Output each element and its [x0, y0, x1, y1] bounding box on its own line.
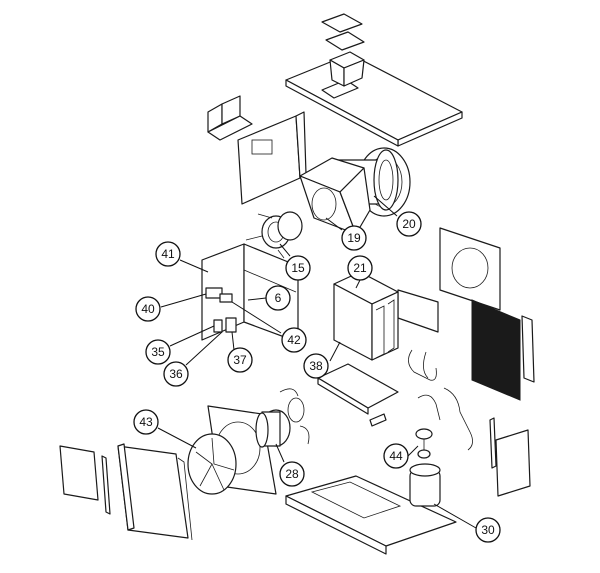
compressor: [409, 428, 441, 507]
callout-36: 36: [163, 361, 189, 387]
callout-label: 6: [275, 291, 282, 305]
callout-label: 35: [151, 345, 165, 359]
callout-44: 44: [383, 443, 409, 469]
callout-label: 36: [169, 367, 183, 381]
base-pan: [285, 475, 457, 555]
callout-15: 15: [285, 255, 311, 281]
callout-label: 40: [141, 302, 155, 316]
fan-motor: [255, 388, 310, 448]
callout-43: 43: [133, 409, 159, 435]
callout-label: 19: [347, 231, 361, 245]
callout-label: 44: [389, 449, 403, 463]
callout-label: 38: [309, 359, 323, 373]
evaporator-coil: [333, 271, 399, 361]
drain-pan: [317, 363, 399, 427]
callout-42: 42: [281, 327, 307, 353]
callout-37: 37: [227, 347, 253, 373]
callout-38: 38: [303, 353, 329, 379]
blower-scroll-ring: [373, 149, 399, 211]
leader-lines: [157, 195, 477, 529]
callout-30: 30: [475, 517, 501, 543]
callout-6: 6: [265, 285, 291, 311]
callout-label: 37: [233, 353, 247, 367]
callout-35: 35: [145, 339, 171, 365]
callout-20: 20: [396, 211, 422, 237]
callout-label: 30: [481, 523, 495, 537]
wheel-flange: [245, 211, 303, 259]
callout-label: 41: [161, 247, 175, 261]
vent-box: [321, 13, 365, 87]
callout-label: 20: [402, 217, 416, 231]
callout-label: 21: [353, 261, 367, 275]
right-side-panel: [495, 429, 531, 497]
callout-41: 41: [155, 241, 181, 267]
callout-label: 28: [285, 467, 299, 481]
callout-21: 21: [347, 255, 373, 281]
mounting-bracket: [207, 95, 253, 141]
partition-panel: [237, 111, 307, 205]
callout-28: 28: [279, 461, 305, 487]
top-cover-panel: [285, 53, 463, 147]
callout-label: 15: [291, 261, 305, 275]
callout-19: 19: [341, 225, 367, 251]
callout-label: 43: [139, 415, 153, 429]
condenser-coil: [117, 443, 193, 541]
refrigerant-piping: [408, 349, 497, 469]
callout-40: 40: [135, 296, 161, 322]
callout-label: 42: [287, 333, 301, 347]
left-side-panel: [59, 445, 111, 515]
condenser-fan-blade: [187, 433, 237, 495]
